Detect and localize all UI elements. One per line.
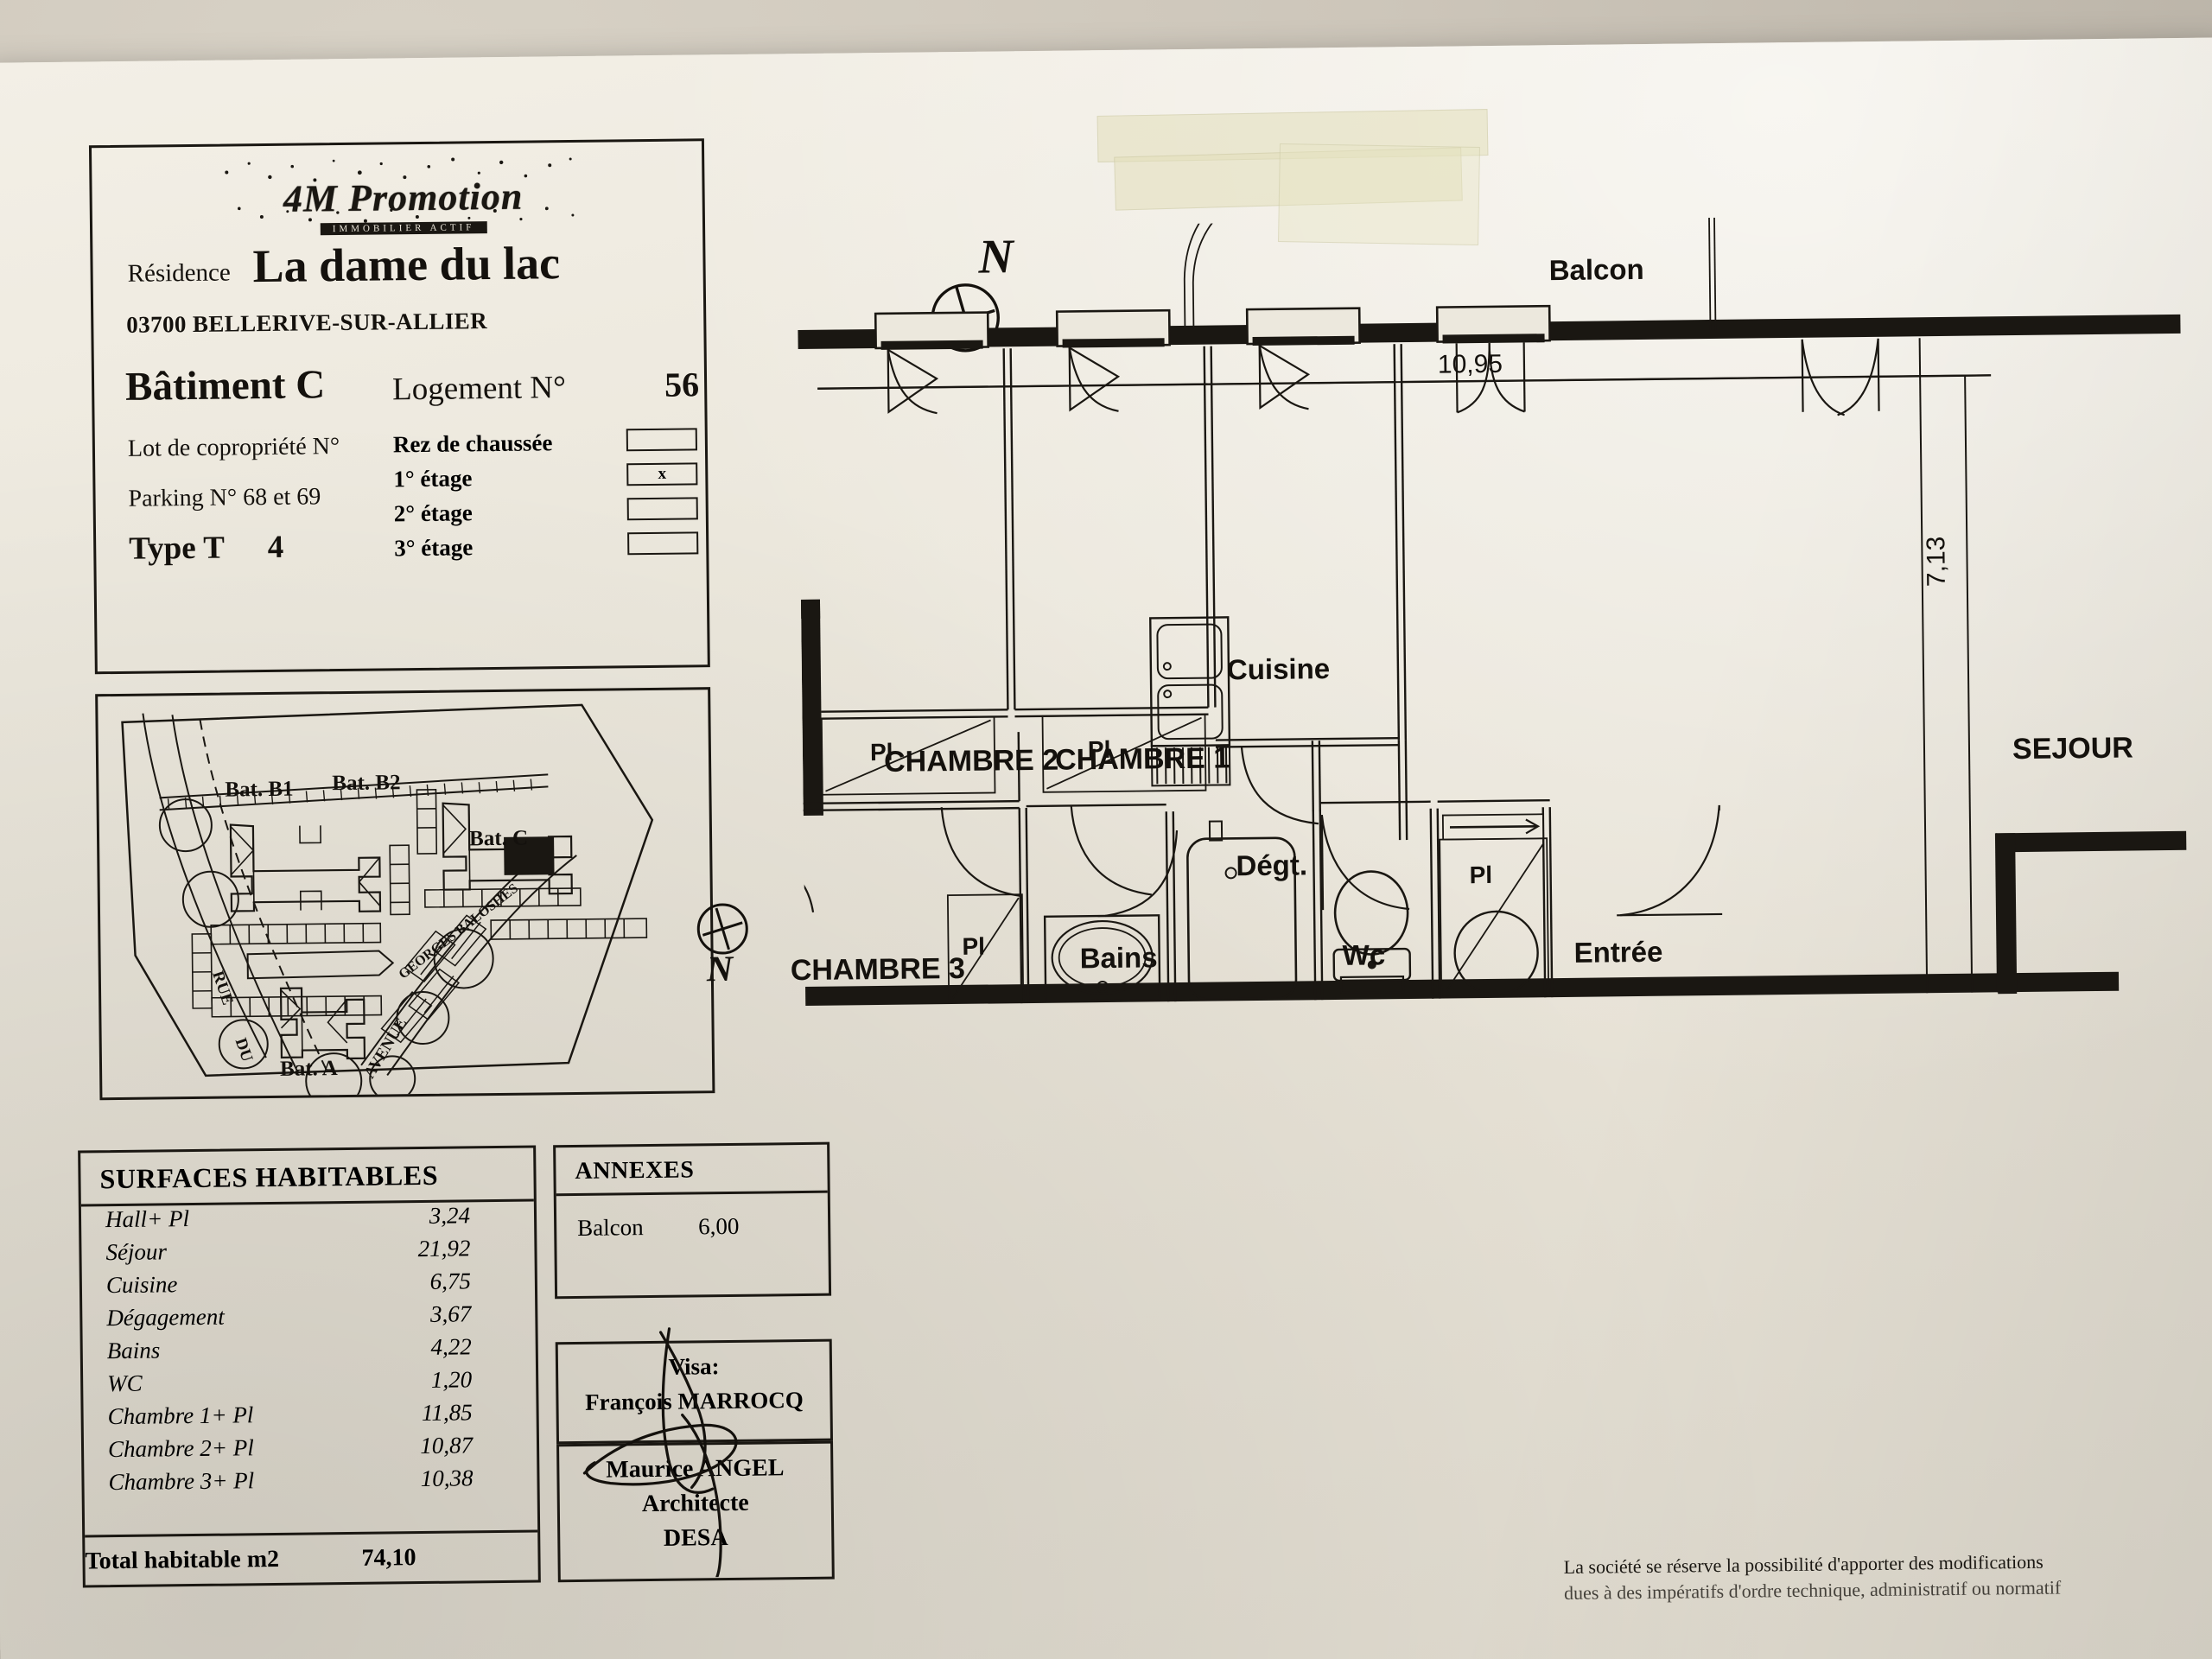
dimension-width: 10,95 — [1437, 349, 1503, 379]
type-label: Type T 4 — [129, 529, 284, 568]
room-label-chambre-3: CHAMBRE 3 — [790, 951, 966, 988]
table-row: Dégagement 3,67 — [82, 1300, 535, 1338]
table-row: Chambre 2+ Pl 10,87 — [84, 1432, 537, 1470]
table-row: Bains 4,22 — [83, 1333, 536, 1371]
table-row: Hall+ Pl 3,24 — [81, 1202, 534, 1240]
room-label-sejour: SEJOUR — [2012, 731, 2134, 766]
surface-name: Cuisine — [105, 1271, 178, 1299]
site-plan: Bat. B1 Bat. B2 Bat. C Bat. A RUE DU AVE… — [95, 687, 715, 1101]
annexes-table: ANNEXES Balcon 6,00 — [553, 1141, 832, 1300]
surface-name: Chambre 2+ Pl — [107, 1434, 254, 1463]
logement-label: Logement N° — [391, 370, 567, 408]
annexe-value: 6,00 — [698, 1212, 740, 1240]
compass-north-label: N — [706, 949, 734, 990]
logo-text: 4M Promotion — [283, 175, 524, 220]
surface-name: Dégagement — [106, 1303, 225, 1332]
surfaces-total-row: Total habitable m2 74,10 — [85, 1529, 538, 1586]
lot-label: Lot de copropriété N° — [127, 433, 340, 462]
logo-subtitle: IMMOBILIER ACTIF — [320, 221, 487, 236]
floor-row-3: 3° étage — [394, 534, 474, 562]
site-plan-drawing — [121, 703, 654, 1098]
room-label-cuisine: Cuisine — [1226, 652, 1331, 686]
type-label-text: Type T — [129, 530, 225, 567]
room-label-chambre-2: CHAMBRE 2 — [883, 743, 1059, 779]
postal-address: 03700 BELLERIVE-SUR-ALLIER — [126, 308, 488, 338]
table-row: Chambre 1+ Pl 11,85 — [83, 1399, 536, 1437]
floor-checkbox-2[interactable] — [626, 497, 698, 521]
table-row: Balcon 6,00 — [577, 1213, 740, 1242]
surface-name: Chambre 3+ Pl — [108, 1467, 255, 1496]
table-row: Chambre 3+ Pl 10,38 — [84, 1465, 537, 1503]
title-block: 4M Promotion IMMOBILIER ACTIF — [88, 138, 710, 675]
legal-disclaimer: La société se réserve la possibilité d'a… — [1564, 1547, 2212, 1605]
surface-name: Hall+ Pl — [105, 1205, 190, 1233]
surface-value: 10,87 — [420, 1432, 474, 1459]
floor-row-2: 2° étage — [393, 499, 473, 527]
compass-site: N — [692, 899, 753, 989]
compass-rose-icon — [696, 903, 748, 955]
architect-name: Maurice ANGEL — [606, 1454, 785, 1484]
floor-checkbox-rdc[interactable] — [626, 428, 697, 452]
closet-label-chambre2: Pl — [869, 738, 893, 766]
architect-degree: DESA — [663, 1524, 728, 1552]
logement-number: 56 — [664, 365, 700, 404]
surfaces-table-title: SURFACES HABITABLES — [99, 1159, 439, 1195]
visa-block: Visa: François MARROCQ — [555, 1338, 834, 1445]
site-label-bat-c: Bat. C — [468, 826, 529, 851]
surface-name: Bains — [106, 1337, 161, 1364]
table-row: WC 1,20 — [83, 1366, 536, 1404]
floor-checkbox-3[interactable] — [627, 531, 699, 556]
surface-value: 6,75 — [429, 1268, 472, 1294]
residence-name: La dame du lac — [252, 237, 561, 293]
total-label: Total habitable m2 — [85, 1545, 280, 1575]
annexes-table-header: ANNEXES — [556, 1144, 828, 1197]
floor-checkbox-1[interactable]: x — [626, 462, 698, 486]
company-logo: 4M Promotion IMMOBILIER ACTIF — [204, 156, 602, 238]
residence-label: Résidence — [127, 258, 231, 288]
total-value: 74,10 — [361, 1544, 416, 1572]
surface-name: WC — [107, 1370, 143, 1397]
surfaces-table: SURFACES HABITABLES Hall+ Pl 3,24 Séjour… — [78, 1145, 541, 1588]
apartment-plan-svg: .wall{fill:#1a1712;} .thin{fill:none;str… — [797, 212, 2193, 1007]
surfaces-table-header: SURFACES HABITABLES — [80, 1147, 534, 1207]
site-label-bat-b1: Bat. B1 — [225, 777, 294, 802]
site-label-bat-a: Bat. A — [279, 1057, 338, 1081]
annexe-name: Balcon — [577, 1214, 644, 1241]
floor-plan-drawing: .wall{fill:#1a1712;} .thin{fill:none;str… — [791, 212, 2193, 1377]
surface-value: 3,24 — [429, 1202, 471, 1229]
room-label-entree: Entrée — [1573, 935, 1663, 969]
surface-value: 21,92 — [417, 1235, 471, 1262]
surfaces-table-body: Hall+ Pl 3,24 Séjour 21,92 Cuisine 6,75 … — [81, 1202, 537, 1503]
site-label-bat-b2: Bat. B2 — [332, 771, 401, 796]
room-label-wc: Wc — [1342, 938, 1386, 971]
type-value: 4 — [267, 529, 284, 565]
room-label-chambre-1: CHAMBRE 1 — [1054, 741, 1230, 777]
closet-label-entree: Pl — [1469, 861, 1493, 889]
surface-name: Chambre 1+ Pl — [107, 1402, 254, 1430]
closet-label-chambre1: Pl — [1087, 735, 1111, 764]
table-row: Cuisine 6,75 — [82, 1268, 535, 1306]
room-label-balcon: Balcon — [1548, 252, 1644, 287]
surface-value: 1,20 — [430, 1366, 473, 1393]
surface-value: 11,85 — [421, 1399, 473, 1427]
table-row: Séjour 21,92 — [81, 1235, 534, 1273]
room-label-degagement: Dégt. — [1236, 849, 1308, 882]
room-label-bains: Bains — [1079, 941, 1158, 975]
building-name: Bâtiment C — [124, 362, 326, 410]
visa-label: Visa: — [668, 1353, 720, 1380]
parking-label: Parking N° 68 et 69 — [128, 483, 321, 512]
surface-name: Séjour — [105, 1238, 168, 1266]
visa-name: François MARROCQ — [584, 1387, 804, 1415]
dimension-depth: 7,13 — [1922, 536, 1951, 588]
floor-row-rdc: Rez de chaussée — [392, 429, 553, 458]
floor-row-1: 1° étage — [393, 465, 473, 493]
surface-value: 3,67 — [429, 1300, 472, 1327]
architect-title: Architecte — [641, 1489, 749, 1518]
annexes-table-title: ANNEXES — [575, 1156, 695, 1185]
surface-value: 4,22 — [430, 1333, 472, 1360]
surface-value: 10,38 — [420, 1465, 474, 1492]
architect-block: Maurice ANGEL Architecte DESA — [556, 1440, 835, 1583]
closet-label-chambre3: Pl — [962, 932, 986, 960]
